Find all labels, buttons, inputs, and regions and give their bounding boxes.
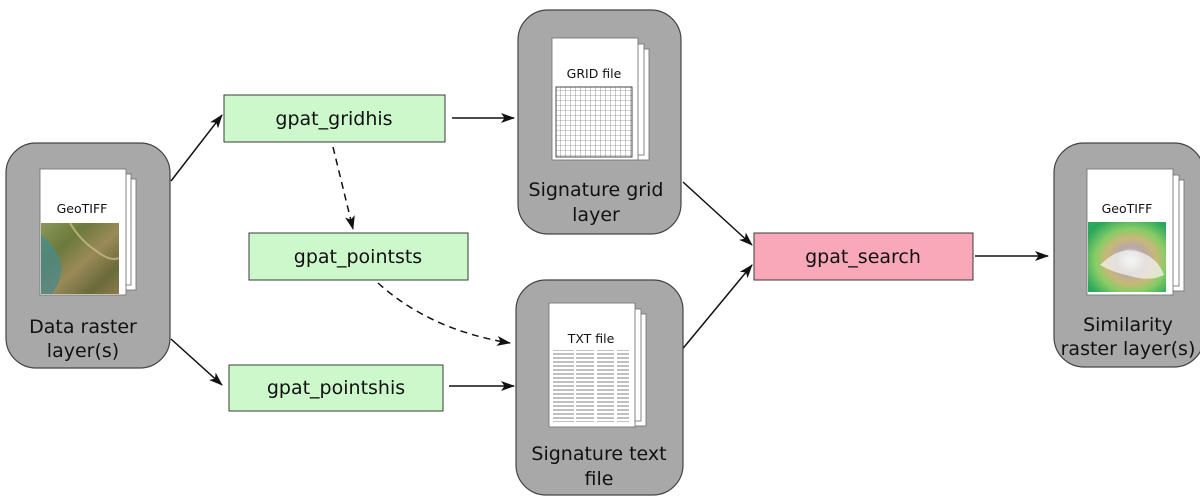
doc-type-label: GRID file bbox=[567, 66, 622, 81]
node-label: gpat_search bbox=[805, 246, 921, 268]
edge-signature-text-to-search bbox=[679, 264, 753, 353]
doc-type-label: GeoTIFF bbox=[1102, 201, 1153, 216]
node-label: gpat_pointsts bbox=[294, 246, 422, 268]
edge-pointsts-to-signature-text bbox=[377, 282, 511, 346]
panel-signature-text: TXT file Signature text file bbox=[515, 279, 684, 496]
panel-label-line-1: Signature text bbox=[531, 443, 666, 465]
panel-label-line-1: Data raster bbox=[29, 316, 137, 338]
panel-data-raster: GeoTIFF Data raster layer(s) bbox=[5, 142, 171, 369]
document-stack-geotiff: GeoTIFF bbox=[39, 168, 137, 296]
panel-label-line-1: Signature grid bbox=[529, 179, 664, 201]
doc-type-label: GeoTIFF bbox=[57, 201, 108, 216]
text-lines-thumbnail bbox=[553, 350, 629, 422]
panel-label-line-2: raster layer(s) bbox=[1061, 338, 1196, 360]
node-label: gpat_gridhis bbox=[275, 108, 392, 130]
doc-type-label: TXT file bbox=[567, 331, 615, 346]
panel-label-line-2: layer(s) bbox=[47, 340, 119, 362]
panel-signature-grid: GRID file Signature grid layer bbox=[517, 9, 682, 235]
document-stack-grid: GRID file bbox=[551, 37, 650, 161]
panel-label-line-1: Similarity bbox=[1083, 314, 1173, 336]
node-label: gpat_pointshis bbox=[267, 377, 405, 399]
edge-raster-to-gridhis bbox=[170, 114, 223, 182]
node-gpat-gridhis: gpat_gridhis bbox=[223, 94, 446, 143]
panel-label-line-2: file bbox=[585, 468, 614, 490]
edge-raster-to-pointshis bbox=[170, 338, 223, 386]
node-gpat-search: gpat_search bbox=[753, 232, 974, 281]
panel-label-line-2: layer bbox=[572, 204, 620, 226]
document-stack-txt: TXT file bbox=[548, 302, 647, 428]
node-gpat-pointsts: gpat_pointsts bbox=[248, 232, 469, 281]
panel-similarity-raster: GeoTIFF Similarity raster layer(s) bbox=[1053, 142, 1200, 368]
edges bbox=[170, 113, 1049, 391]
document-stack-geotiff: GeoTIFF bbox=[1086, 168, 1185, 296]
edge-signature-grid-to-search bbox=[682, 181, 753, 246]
grid-thumbnail bbox=[555, 86, 633, 158]
node-gpat-pointshis: gpat_pointshis bbox=[228, 364, 444, 412]
edge-gridhis-to-pointsts bbox=[332, 146, 355, 230]
